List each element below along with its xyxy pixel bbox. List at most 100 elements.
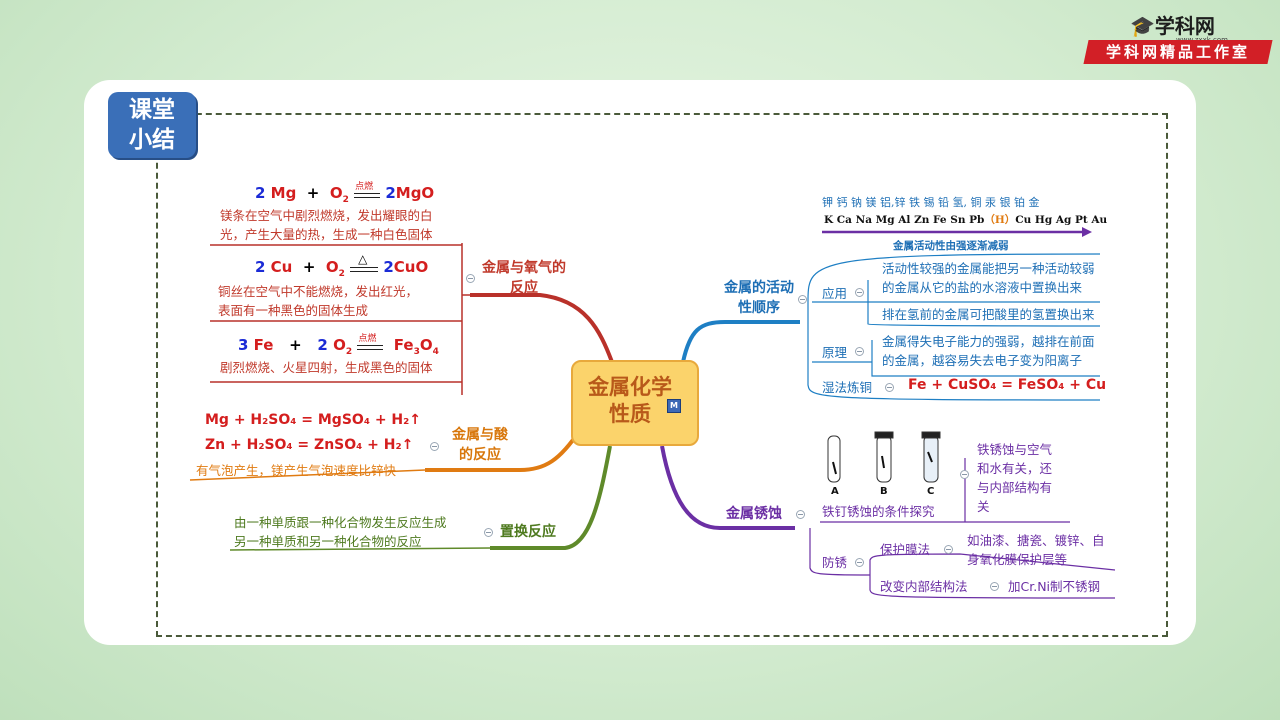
test-tube-c: [921, 431, 941, 483]
displacement-desc-1: 由一种单质跟一种化合物发生反应生成: [234, 515, 447, 530]
fe-o-sub: 2: [345, 347, 353, 357]
collapse-acid-icon[interactable]: [430, 442, 439, 451]
collapse-rust-icon[interactable]: [796, 510, 805, 519]
mg-condition: 点燃: [354, 182, 381, 198]
collapse-prevent-icon[interactable]: [855, 558, 864, 567]
collapse-film-icon[interactable]: [944, 545, 953, 554]
mg-reactant: Mg: [270, 184, 297, 202]
wet-equation: Fe + CuSO₄ = FeSO₄ + Cu: [908, 377, 1107, 393]
fe-p2-sub: 4: [432, 347, 439, 357]
activity-symbols-1: K Ca Na Mg Al Zn Fe Sn Pb: [824, 214, 985, 226]
collapse-principle-icon[interactable]: [855, 347, 864, 356]
apply-item-1: 活动性较强的金属能把另一种活动较弱 的金属从它的盐的水溶液中置换出来: [882, 259, 1095, 297]
equation-mg-o2: 2 Mg + O2 点燃 2MgO: [255, 182, 435, 205]
fe-product: Fe3O4: [394, 336, 439, 357]
collapse-activity-icon[interactable]: [798, 295, 807, 304]
film-desc-1: 如油漆、搪瓷、镀锌、自: [967, 533, 1105, 548]
cu-coef: 2: [255, 258, 266, 276]
acid-desc: 有气泡产生，镁产生气泡速度比锌快: [196, 463, 397, 478]
displacement-desc-2: 另一种单质和另一种化合物的反应: [234, 534, 422, 549]
branch-rust[interactable]: 金属锈蚀: [726, 506, 782, 522]
connector-displacement: [490, 445, 612, 550]
test-tube-b: [874, 431, 894, 483]
collapse-experiment-icon[interactable]: [960, 470, 969, 479]
fe-p2: O: [419, 336, 433, 354]
displacement-desc: 由一种单质跟一种化合物发生反应生成 另一种单质和另一种化合物的反应: [234, 513, 447, 551]
apply-item-1a: 活动性较强的金属能把另一种活动较弱: [882, 261, 1095, 276]
tube-label-b: B: [880, 486, 888, 497]
principle-desc-a: 金属得失电子能力的强弱，越排在前面: [882, 334, 1095, 349]
connector-acid-sub: [189, 469, 426, 481]
cu-coef-2: 2: [383, 258, 394, 276]
rust-result-3: 与内部结构有: [977, 480, 1053, 495]
rust-result-2: 和水有关，还: [977, 461, 1053, 476]
film-desc-2: 身氧化膜保护层等: [967, 552, 1068, 567]
cu-reactant: Cu: [270, 258, 293, 276]
collapse-displacement-icon[interactable]: [484, 528, 493, 537]
structure-desc: 加Cr.Ni制不锈钢: [1008, 579, 1101, 594]
branch-oxygen[interactable]: 金属与氧气的反应: [482, 260, 566, 296]
rust-experiment-label: 铁钉锈蚀的条件探究: [822, 504, 935, 519]
activity-symbol-row: K Ca Na Mg Al Zn Fe Sn Pb（H）Cu Hg Ag Pt …: [824, 212, 1107, 227]
fe-reactant: Fe: [253, 336, 274, 354]
branch-acid[interactable]: 金属与酸的反应: [452, 427, 508, 463]
principle-desc-b: 的金属，越容易失去电子变为阳离子: [882, 353, 1083, 368]
tag-line-2: 小结: [129, 127, 175, 153]
cu-desc-1: 铜丝在空气中不能燃烧，发出红光，: [218, 284, 419, 299]
collapse-oxygen-icon[interactable]: [466, 274, 475, 283]
mg-o-sub: 2: [342, 195, 349, 205]
apply-item-1b: 的金属从它的盐的水溶液中置换出来: [882, 280, 1083, 295]
wet-label[interactable]: 湿法炼铜: [822, 380, 873, 395]
cu-o2: O2: [326, 258, 345, 279]
equation-cu-o2: 2 Cu + O2 △ 2CuO: [255, 252, 429, 279]
fe-cond-text: 点燃: [358, 334, 377, 344]
cu-o-sub: 2: [338, 269, 345, 279]
fe-plus: +: [289, 336, 302, 354]
connector-activity: [681, 320, 800, 363]
connector-rust-sub: [809, 458, 1116, 599]
activity-symbols-2: Cu Hg Ag Pt Au: [1015, 214, 1108, 226]
collapse-apply-icon[interactable]: [855, 288, 864, 297]
branch-activity[interactable]: 金属的活动性顺序: [724, 280, 794, 316]
cu-cond-text: △: [358, 252, 368, 266]
collapse-wet-icon[interactable]: [885, 383, 894, 392]
prevent-label[interactable]: 防锈: [822, 555, 848, 570]
graduate-cap-icon: 🎓: [1130, 14, 1155, 38]
equation-mg-h2so4: Mg + H₂SO₄ = MgSO₄ + H₂↑: [205, 412, 422, 428]
equation-fe-o2: 3 Fe + 2 O2 点燃 Fe3O4: [238, 334, 439, 357]
mg-o: O: [329, 184, 343, 202]
branch-displacement[interactable]: 置换反应: [500, 524, 556, 540]
cu-desc-2: 表面有一种黑色的固体生成: [218, 303, 369, 318]
central-topic[interactable]: 金属化学性质 M: [571, 360, 699, 446]
tube-label-a: A: [831, 486, 839, 497]
mg-product: MgO: [395, 184, 435, 202]
cu-desc: 铜丝在空气中不能燃烧，发出红光， 表面有一种黑色的固体生成: [218, 282, 418, 320]
connector-rust: [660, 445, 795, 530]
film-label[interactable]: 保护膜法: [880, 542, 931, 557]
activity-symbol-h: （H）: [984, 214, 1016, 226]
structure-label[interactable]: 改变内部结构法: [880, 579, 968, 594]
fe-o: O: [333, 336, 346, 354]
connector-oxygen: [470, 293, 614, 363]
rust-result-1: 铁锈蚀与空气: [977, 442, 1053, 457]
activity-arrow-head: [1082, 227, 1092, 237]
cu-condition: △: [350, 252, 379, 272]
fe-coef-2: 2: [317, 336, 328, 354]
fe-o2: O2: [333, 336, 353, 357]
mg-o2: O2: [329, 184, 349, 205]
collapse-structure-icon[interactable]: [990, 582, 999, 591]
mg-cond-text: 点燃: [355, 182, 374, 192]
apply-item-2: 排在氢前的金属可把酸里的氢置换出来: [882, 307, 1095, 322]
mg-coef: 2: [255, 184, 266, 202]
principle-label[interactable]: 原理: [822, 345, 848, 360]
logo-text: 🎓学科网: [1130, 10, 1215, 39]
cu-product: CuO: [393, 258, 429, 276]
map-marker-icon: M: [667, 399, 681, 413]
apply-label[interactable]: 应用: [822, 286, 848, 301]
dashed-frame: [156, 113, 1168, 637]
equation-zn-h2so4: Zn + H₂SO₄ = ZnSO₄ + H₂↑: [205, 437, 414, 453]
activity-arrow-note: 金属活动性由强逐渐减弱: [893, 240, 1009, 252]
mg-desc-1: 镁条在空气中剧烈燃烧，发出耀眼的白: [220, 208, 433, 223]
connector-activity-sub: [807, 253, 1101, 401]
